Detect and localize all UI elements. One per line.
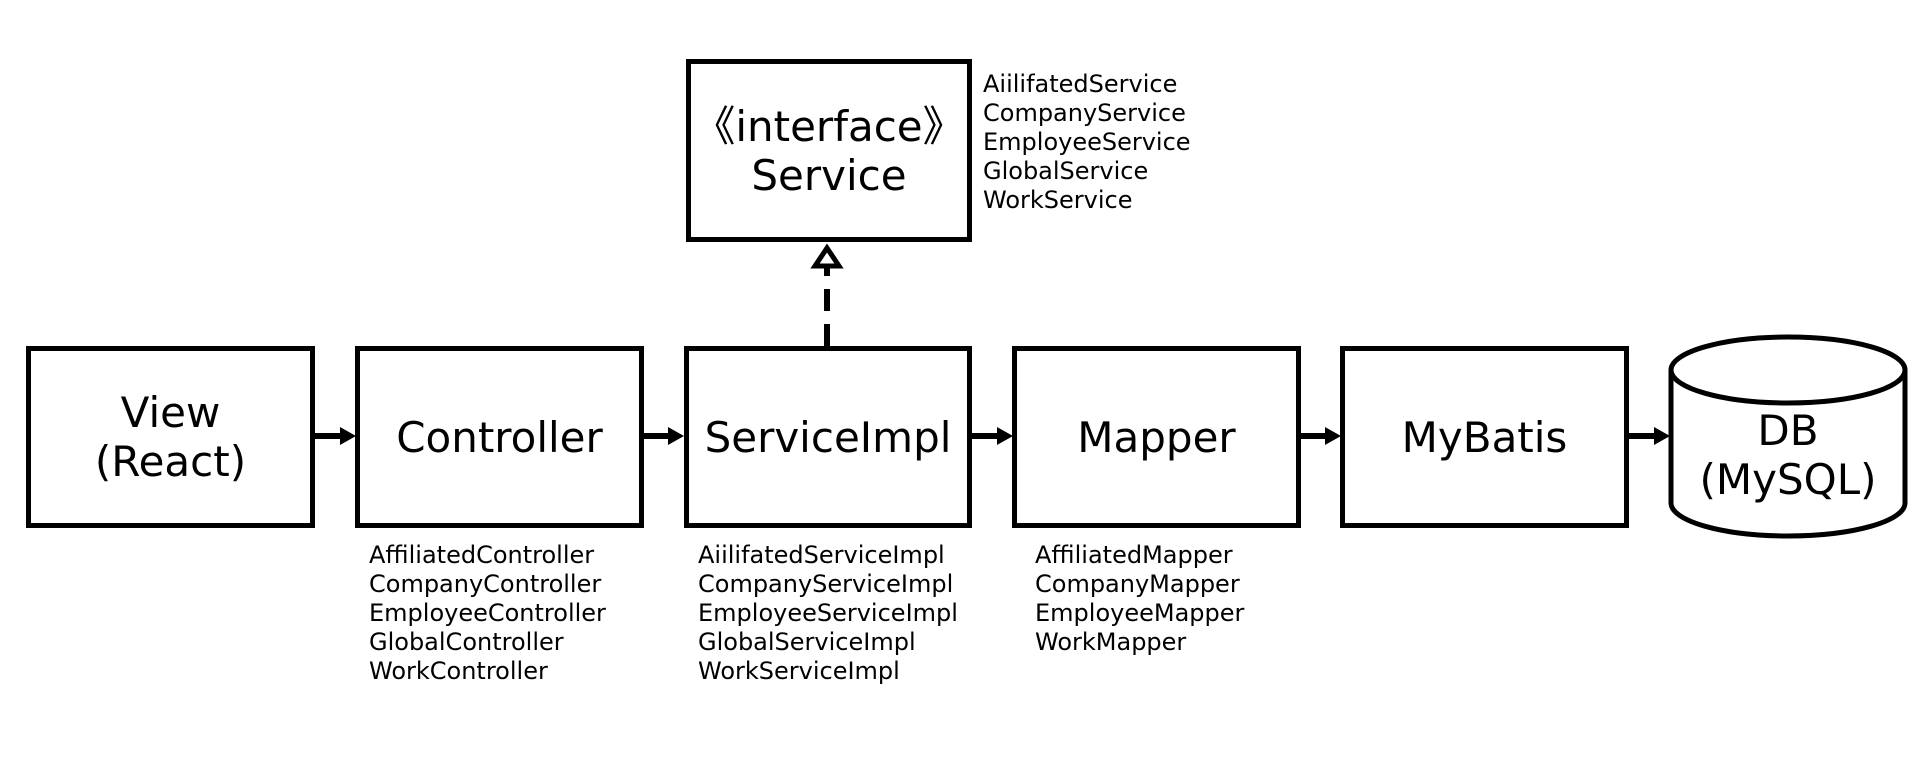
view-box: View (React)	[26, 346, 315, 528]
list-item: AiilifatedServiceImpl	[698, 541, 945, 569]
list-item: EmployeeServiceImpl	[698, 599, 958, 627]
serviceimpl-label: ServiceImpl	[704, 412, 952, 462]
mybatis-label: MyBatis	[1401, 412, 1568, 462]
list-item: WorkServiceImpl	[698, 657, 900, 685]
controller-label: Controller	[396, 412, 603, 462]
list-item: EmployeeController	[369, 599, 606, 627]
db-label: DB (MySQL)	[1699, 406, 1877, 504]
list-item: CompanyServiceImpl	[698, 570, 954, 598]
arrowhead-mapper-mybatis	[1325, 427, 1341, 445]
arrowhead-serviceimpl-mapper	[997, 427, 1013, 445]
list-item: AiilifatedService	[983, 70, 1178, 98]
list-item: AffiliatedMapper	[1035, 541, 1233, 569]
list-item: EmployeeService	[983, 128, 1191, 156]
list-item: GlobalService	[983, 157, 1149, 185]
list-item: AffiliatedController	[369, 541, 595, 569]
list-item: WorkMapper	[1035, 628, 1187, 656]
realization-arrowhead	[810, 243, 844, 269]
serviceimpl-box: ServiceImpl	[684, 346, 972, 528]
controller-class-list: AffiliatedController CompanyController E…	[369, 541, 606, 686]
list-item: CompanyMapper	[1035, 570, 1240, 598]
list-item: WorkController	[369, 657, 548, 685]
mapper-class-list: AffiliatedMapper CompanyMapper EmployeeM…	[1035, 541, 1244, 657]
mybatis-box: MyBatis	[1340, 346, 1629, 528]
list-item: GlobalServiceImpl	[698, 628, 916, 656]
service-interface-list: AiilifatedService CompanyService Employe…	[983, 70, 1191, 215]
view-label: View (React)	[94, 388, 247, 486]
list-item: EmployeeMapper	[1035, 599, 1245, 627]
arrowhead-view-controller	[340, 427, 356, 445]
db-cylinder	[1668, 334, 1908, 539]
list-item: GlobalController	[369, 628, 564, 656]
arrowhead-controller-serviceimpl	[668, 427, 684, 445]
mapper-box: Mapper	[1012, 346, 1301, 528]
list-item: CompanyController	[369, 570, 602, 598]
interface-service-box: 《interface》 Service	[686, 59, 972, 242]
list-item: WorkService	[983, 186, 1133, 214]
interface-service-label: 《interface》 Service	[693, 101, 965, 200]
controller-box: Controller	[355, 346, 644, 528]
arrowhead-mybatis-db	[1654, 427, 1670, 445]
mapper-label: Mapper	[1077, 412, 1236, 462]
serviceimpl-class-list: AiilifatedServiceImpl CompanyServiceImpl…	[698, 541, 958, 686]
list-item: CompanyService	[983, 99, 1186, 127]
